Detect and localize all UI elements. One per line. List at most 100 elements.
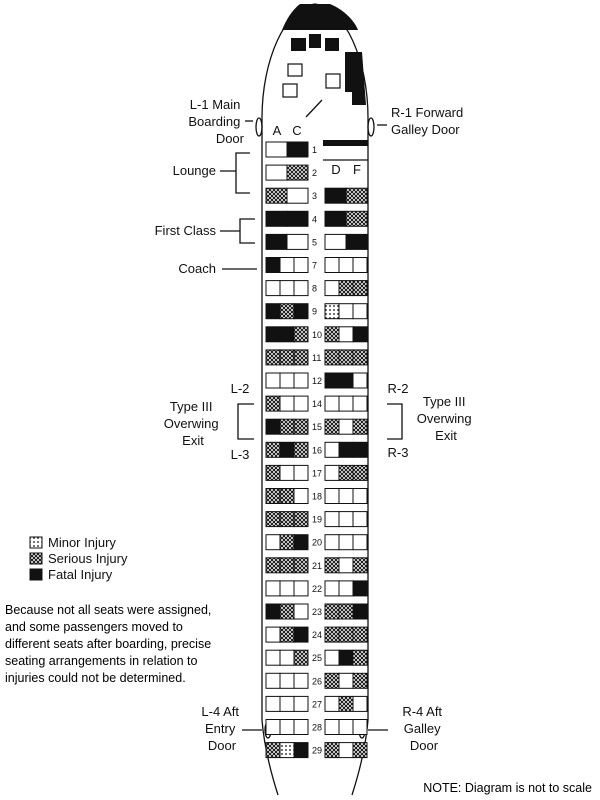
row-number: 27 xyxy=(312,699,322,709)
seat-none xyxy=(352,488,368,504)
seat-fatal xyxy=(338,372,354,389)
seat-none xyxy=(279,257,295,273)
seat-none xyxy=(293,603,309,620)
column-letter-c: C xyxy=(292,123,301,138)
seat-none xyxy=(265,626,281,643)
seat-none xyxy=(338,257,354,273)
seat-none xyxy=(352,695,368,712)
seat-none xyxy=(324,441,340,458)
seat-none xyxy=(338,742,354,759)
seat-fatal xyxy=(265,303,281,320)
seat-none xyxy=(265,372,281,389)
door-l1-label: L-1 Main Boarding Door xyxy=(188,97,244,146)
seat-none xyxy=(279,464,295,481)
seat-none xyxy=(293,372,309,389)
seat-serious xyxy=(352,280,368,297)
seat-serious xyxy=(293,441,309,458)
seat-serious xyxy=(265,395,281,412)
seat-none xyxy=(293,488,309,504)
seat-none xyxy=(279,695,295,712)
seat-none xyxy=(279,280,295,297)
scale-note: NOTE: Diagram is not to scale xyxy=(423,781,592,795)
injury-legend: Minor Injury Serious Injury Fatal Injury xyxy=(29,535,128,582)
seat-none xyxy=(324,280,340,297)
seat-serious xyxy=(352,672,368,689)
seat-fatal xyxy=(338,441,354,458)
seat-fatal xyxy=(345,233,368,250)
legend-swatch-serious xyxy=(29,552,43,565)
seat-none xyxy=(324,649,340,666)
seat-fatal xyxy=(265,418,281,435)
row-number: 25 xyxy=(312,653,322,663)
seat-none xyxy=(352,303,368,320)
seat-serious xyxy=(324,557,340,574)
seat-serious xyxy=(324,326,340,343)
seat-serious xyxy=(324,742,340,759)
cockpit-seat xyxy=(325,38,339,51)
seat-serious xyxy=(293,418,309,435)
seat-fatal xyxy=(286,210,309,227)
seat-none xyxy=(286,233,309,250)
seat-serious xyxy=(293,557,309,574)
seat-serious xyxy=(265,441,281,458)
row-number: 20 xyxy=(312,538,322,548)
exit-left-bracket xyxy=(237,403,254,440)
seat-fatal xyxy=(286,141,309,158)
seat-none xyxy=(352,534,368,551)
seat-none xyxy=(338,580,354,597)
seat-none xyxy=(324,257,340,273)
jump-seat xyxy=(325,73,341,89)
row-number: 28 xyxy=(312,723,322,733)
legend-label-serious: Serious Injury xyxy=(48,551,128,566)
seat-none xyxy=(338,534,354,551)
seat-none xyxy=(279,372,295,389)
cockpit-seat xyxy=(309,34,321,48)
seat-fatal xyxy=(324,372,340,389)
seat-none xyxy=(279,580,295,597)
seat-minor xyxy=(324,303,340,320)
section-first-class-label: First Class xyxy=(155,223,217,238)
seat-none xyxy=(338,719,354,735)
seat-map: 1234578910111214151617181920212223242526… xyxy=(265,141,368,759)
seat-none xyxy=(324,488,340,504)
seat-none xyxy=(279,395,295,412)
seat-serious xyxy=(293,349,309,366)
legend-label-fatal: Fatal Injury xyxy=(48,567,113,582)
seat-none xyxy=(338,511,354,528)
seat-fatal xyxy=(324,187,347,204)
seat-none xyxy=(324,534,340,551)
seat-fatal xyxy=(324,210,347,227)
exit-l3-label: L-3 xyxy=(231,447,250,462)
seat-fatal xyxy=(265,326,281,343)
legend-swatch-minor xyxy=(29,536,43,549)
row-number: 23 xyxy=(312,607,322,617)
seat-serious xyxy=(352,557,368,574)
seat-fatal xyxy=(293,742,309,759)
row-number: 4 xyxy=(312,214,317,224)
seat-serious xyxy=(352,649,368,666)
seat-fatal xyxy=(352,580,368,597)
seat-serious xyxy=(293,326,309,343)
seat-fatal xyxy=(293,626,309,643)
door-l4-label: L-4 Aft Entry Door xyxy=(201,704,242,753)
seat-serious xyxy=(293,649,309,666)
seat-none xyxy=(324,233,347,250)
seat-serious xyxy=(279,303,295,320)
seat-serious xyxy=(286,164,309,181)
section-lounge-label: Lounge xyxy=(173,163,216,178)
seat-none xyxy=(338,326,354,343)
row-number: 7 xyxy=(312,261,317,271)
seat-none xyxy=(293,395,309,412)
seat-serious xyxy=(279,511,295,528)
seat-serious xyxy=(293,511,309,528)
seat-fatal xyxy=(279,326,295,343)
row-number: 12 xyxy=(312,376,322,386)
seat-minor xyxy=(279,742,295,759)
door-r4-label: R-4 Aft Galley Door xyxy=(402,704,445,753)
seat-none xyxy=(324,580,340,597)
row-number: 10 xyxy=(312,330,322,340)
door-r1 xyxy=(367,117,375,137)
seat-serious xyxy=(265,557,281,574)
row-number: 3 xyxy=(312,191,317,201)
seat-none xyxy=(293,280,309,297)
